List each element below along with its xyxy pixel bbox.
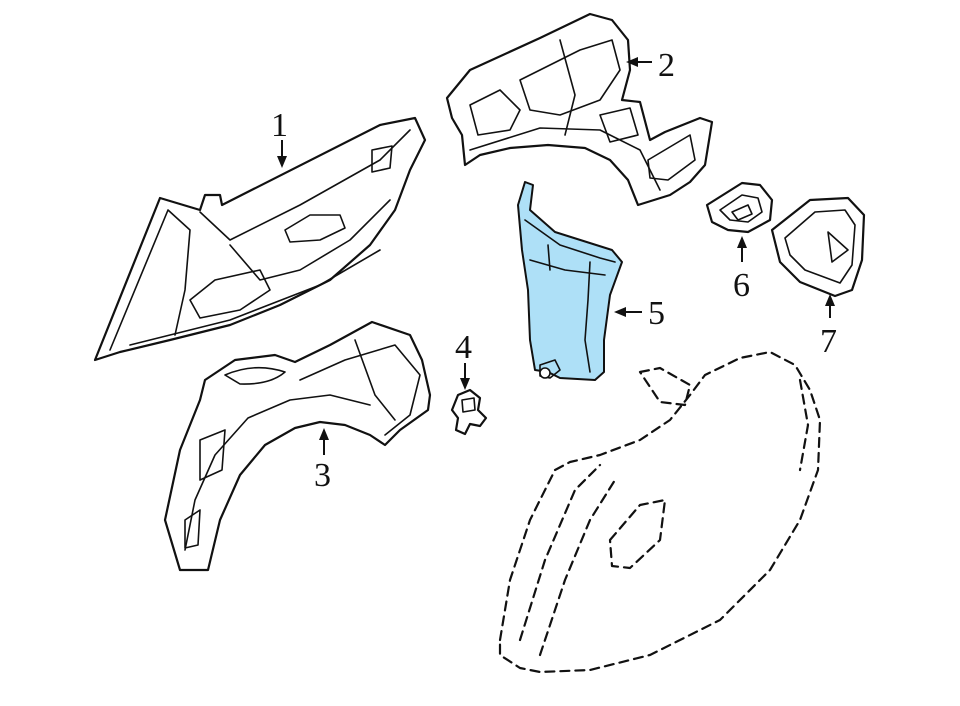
callout-label-3: 3 [314, 457, 331, 494]
part-3-wheel-house[interactable] [163, 320, 432, 572]
callout-arrow-1 [277, 140, 287, 168]
callout-arrow-5 [614, 307, 642, 317]
part-4-clip[interactable] [450, 388, 488, 436]
callout-label-4: 4 [455, 329, 472, 366]
callout-arrow-7 [825, 294, 835, 318]
part-2-upper-quarter-panel[interactable] [445, 12, 714, 207]
part-7-cover-plate[interactable] [770, 196, 866, 298]
callout-arrow-6 [737, 236, 747, 262]
part-1-quarter-trim-panel[interactable] [93, 116, 427, 362]
callout-label-7: 7 [820, 323, 837, 360]
part-5-liner-highlighted[interactable] [517, 181, 623, 381]
callout-label-6: 6 [733, 267, 750, 304]
part-6-bracket[interactable] [705, 181, 774, 234]
callout-arrow-2 [626, 57, 652, 67]
callout-label-2: 2 [658, 47, 675, 84]
callout-arrow-4 [460, 363, 470, 390]
callout-arrow-3 [319, 428, 329, 455]
callout-label-5: 5 [648, 295, 665, 332]
callout-label-1: 1 [271, 107, 288, 144]
quarter-panel-reference-dashed [498, 350, 822, 674]
